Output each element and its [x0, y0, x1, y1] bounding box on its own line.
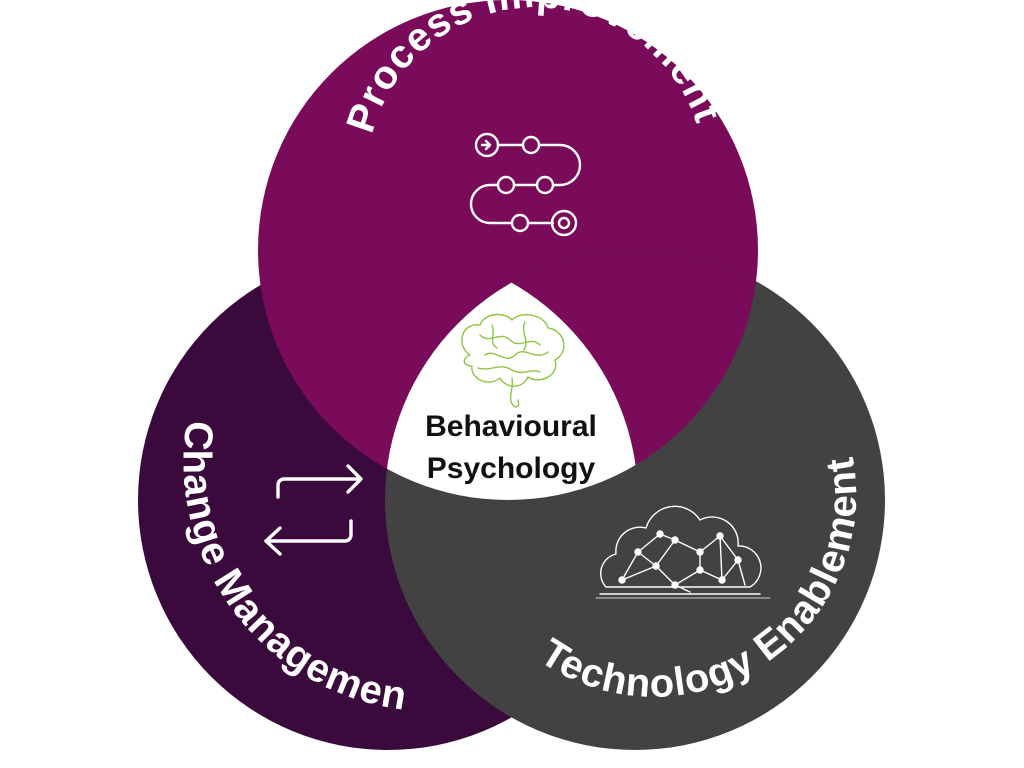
exchange-arrows-icon	[264, 464, 363, 556]
center-label-line2: Psychology	[427, 452, 596, 485]
process-flow-icon	[469, 132, 582, 237]
brain-icon	[461, 313, 565, 408]
center-intersection	[385, 250, 638, 500]
network-cloud-icon	[595, 505, 771, 599]
center-label-line1: Behavioural	[425, 410, 597, 443]
process-tech-overlap	[385, 250, 758, 500]
